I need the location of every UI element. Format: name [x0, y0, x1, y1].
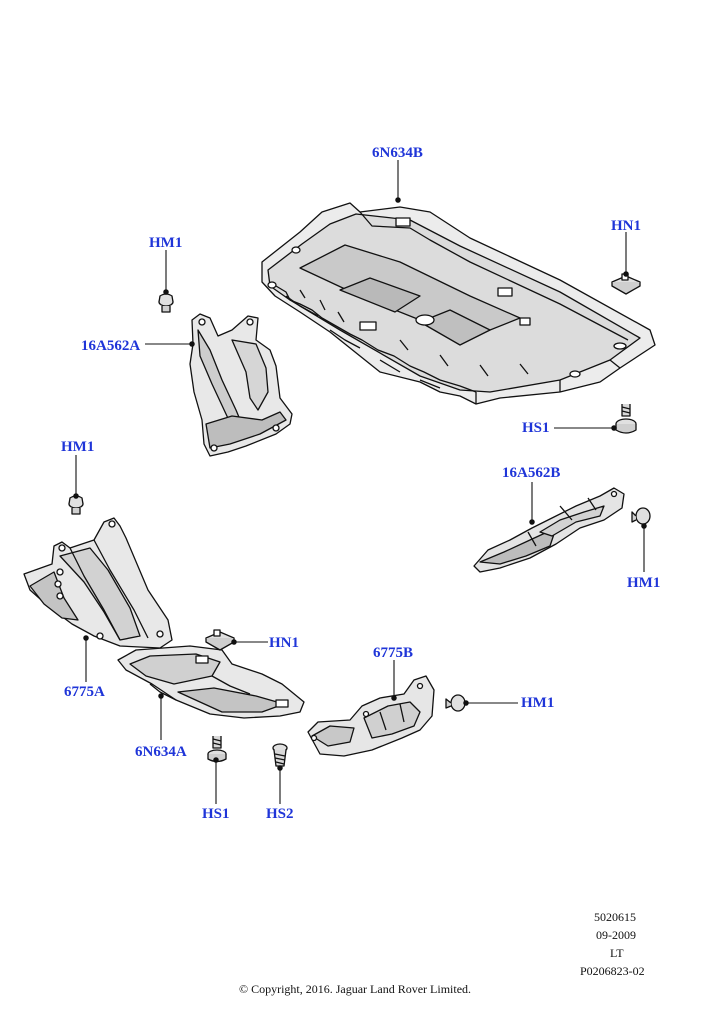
callout-6775A[interactable]: 6775A [64, 684, 105, 700]
reference-number: 5020615 [594, 910, 636, 924]
leader-lines [73, 160, 647, 804]
part-6N634A-panel [117, 645, 305, 719]
nut-hn1-top [611, 273, 641, 295]
callout-hm1-left[interactable]: HM1 [61, 439, 95, 455]
callout-6775B[interactable]: 6775B [373, 645, 414, 661]
bolt-hs2 [272, 743, 288, 767]
part-6775B-shield [307, 675, 435, 757]
callout-6N634A[interactable]: 6N634A [135, 744, 187, 760]
part-6775A-shield [23, 517, 173, 649]
callout-hn1-bottom[interactable]: HN1 [269, 635, 299, 651]
reference-date: 09-2009 [596, 928, 636, 942]
nut-hn1-bottom [205, 629, 235, 651]
reference-code: LT [610, 946, 624, 960]
callout-6N634B[interactable]: 6N634B [372, 145, 423, 161]
clip-hm1-left [68, 495, 84, 515]
bolt-hs1-top [615, 404, 637, 434]
clip-hm1-top [158, 293, 174, 313]
part-6N634B-panel [261, 202, 656, 405]
callout-hm1-right[interactable]: HM1 [627, 575, 661, 591]
part-16A562B-bracket [473, 487, 625, 573]
callout-hm1-bottom[interactable]: HM1 [521, 695, 555, 711]
callout-16A562B[interactable]: 16A562B [502, 465, 561, 481]
copyright-notice: © Copyright, 2016. Jaguar Land Rover Lim… [238, 982, 472, 996]
callout-hn1-top[interactable]: HN1 [611, 218, 641, 234]
clip-hm1-right [631, 507, 651, 525]
clip-hm1-bottom [445, 694, 466, 712]
callout-hm1-top[interactable]: HM1 [149, 235, 183, 251]
callout-hs2[interactable]: HS2 [266, 806, 294, 822]
callout-hs1-top[interactable]: HS1 [522, 420, 550, 436]
part-16A562A-bracket [189, 313, 293, 457]
illustration-id: P0206823-02 [580, 964, 645, 978]
callout-16A562A[interactable]: 16A562A [81, 338, 141, 354]
callout-hs1-bottom[interactable]: HS1 [202, 806, 230, 822]
bolt-hs1-bottom [207, 736, 227, 763]
